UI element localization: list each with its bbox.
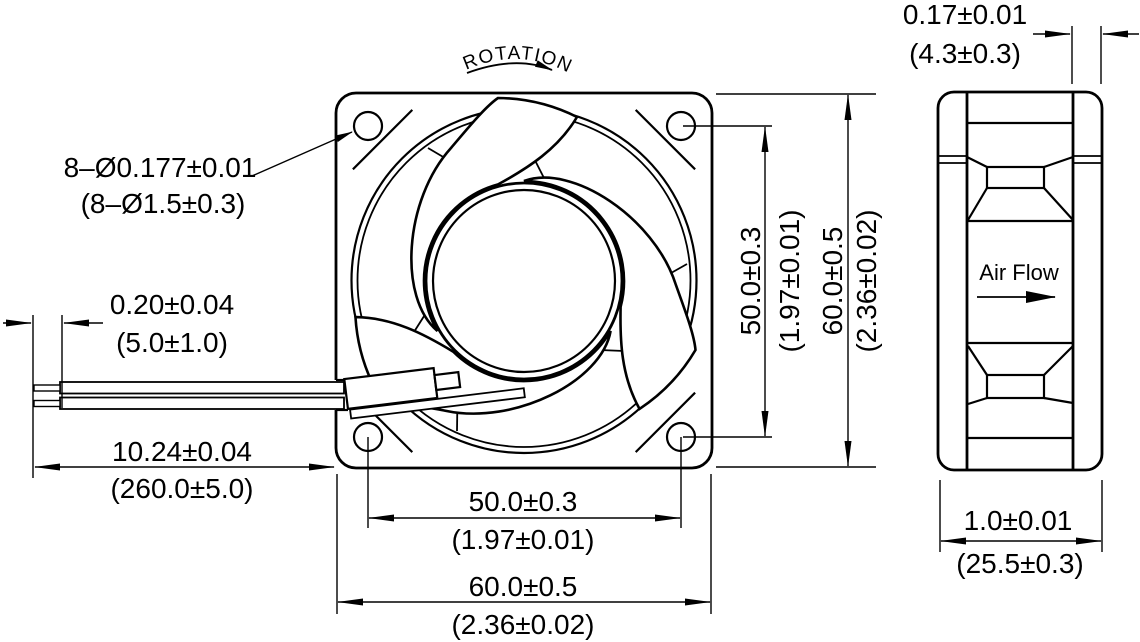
dim-lead-length-primary: 10.24±0.04 bbox=[112, 436, 252, 467]
dim-hole-spacing-v-secondary: (1.97±0.01) bbox=[774, 209, 805, 352]
dim-flange-secondary: (4.3±0.3) bbox=[909, 38, 1021, 69]
dim-frame-height-primary: 60.0±0.5 bbox=[817, 227, 848, 336]
hub-inner-circle bbox=[431, 188, 617, 374]
side-hub-bottom bbox=[967, 341, 1074, 440]
dim-flange-primary: 0.17±0.01 bbox=[903, 0, 1027, 30]
corner-chamfer-line bbox=[634, 109, 696, 171]
wire-connector bbox=[343, 366, 526, 420]
hub-section bbox=[985, 373, 1046, 400]
dim-frame-width: 60.0±0.5 (2.36±0.02) bbox=[336, 474, 712, 640]
dim-lead-strip: 0.20±0.04 (5.0±1.0) bbox=[3, 289, 234, 478]
dim-frame-width-secondary: (2.36±0.02) bbox=[451, 609, 594, 640]
dim-lead-strip-secondary: (5.0±1.0) bbox=[116, 327, 228, 358]
corner-chamfer-line bbox=[634, 391, 696, 453]
dim-lead-strip-primary: 0.20±0.04 bbox=[110, 289, 234, 320]
dim-lead-length: 10.24±0.04 (260.0±5.0) bbox=[34, 436, 335, 504]
dim-frame-height: 60.0±0.5 (2.36±0.02) bbox=[716, 93, 882, 468]
hub-skirt-slant bbox=[967, 345, 988, 376]
dim-hole-spacing-v-primary: 50.0±0.3 bbox=[735, 227, 766, 336]
venturi-slant bbox=[1043, 155, 1074, 169]
fan-side-view: Air Flow bbox=[936, 90, 1104, 472]
svg-text:ROTATION: ROTATION bbox=[460, 43, 576, 78]
dimension-annotations: 8–Ø0.177±0.01 (8–Ø1.5±0.3) 0.20±0.04 (5.… bbox=[3, 0, 1139, 640]
dim-lead-length-secondary: (260.0±5.0) bbox=[110, 473, 253, 504]
venturi-slant bbox=[967, 396, 988, 406]
venturi-slant bbox=[966, 156, 988, 168]
fan-front-view: ROTATION bbox=[33, 43, 741, 472]
lead-wire-lower bbox=[59, 396, 345, 410]
hub-section bbox=[985, 165, 1046, 190]
dim-hole-spacing-h-primary: 50.0±0.3 bbox=[469, 486, 578, 517]
hole-callout-line1: 8–Ø0.177±0.01 bbox=[64, 152, 257, 183]
connector-tab bbox=[433, 370, 462, 392]
dim-hole-spacing-h-secondary: (1.97±0.01) bbox=[451, 524, 594, 555]
lead-wire-lower-stripped-end bbox=[33, 399, 61, 408]
dim-depth-primary: 1.0±0.01 bbox=[964, 505, 1073, 536]
hub-skirt-slant bbox=[1043, 345, 1074, 376]
lead-wires bbox=[33, 381, 345, 410]
hub-skirt-slant bbox=[1043, 187, 1074, 221]
rotation-label: ROTATION bbox=[460, 43, 574, 78]
hub-skirt-slant bbox=[967, 187, 988, 221]
dim-frame-width-primary: 60.0±0.5 bbox=[469, 571, 578, 602]
rotation-direction-arrow bbox=[466, 60, 553, 74]
hole-callout-line2: (8–Ø1.5±0.3) bbox=[81, 188, 246, 219]
dim-frame-height-secondary: (2.36±0.02) bbox=[851, 209, 882, 352]
dim-flange-thickness: 0.17±0.01 (4.3±0.3) bbox=[903, 0, 1139, 84]
venturi-slant bbox=[1043, 396, 1074, 405]
lead-wire-upper-stripped-end bbox=[33, 384, 61, 392]
corner-chamfer-line bbox=[352, 109, 414, 171]
dim-depth-secondary: (25.5±0.3) bbox=[956, 548, 1083, 579]
hole-callout-leader bbox=[251, 131, 353, 177]
mounting-hole-top-left bbox=[352, 110, 384, 142]
lead-wire-upper bbox=[59, 381, 345, 395]
dim-hole-callout: 8–Ø0.177±0.01 (8–Ø1.5±0.3) bbox=[64, 131, 353, 219]
dim-hole-spacing-horizontal: 50.0±0.3 (1.97±0.01) bbox=[367, 437, 682, 555]
side-frame bbox=[936, 90, 1104, 472]
side-hub-top bbox=[966, 121, 1074, 223]
dim-frame-depth: 1.0±0.01 (25.5±0.3) bbox=[939, 480, 1103, 579]
air-flow-label: Air Flow bbox=[979, 260, 1059, 285]
dim-hole-spacing-vertical: 50.0±0.3 (1.97±0.01) bbox=[683, 125, 805, 438]
